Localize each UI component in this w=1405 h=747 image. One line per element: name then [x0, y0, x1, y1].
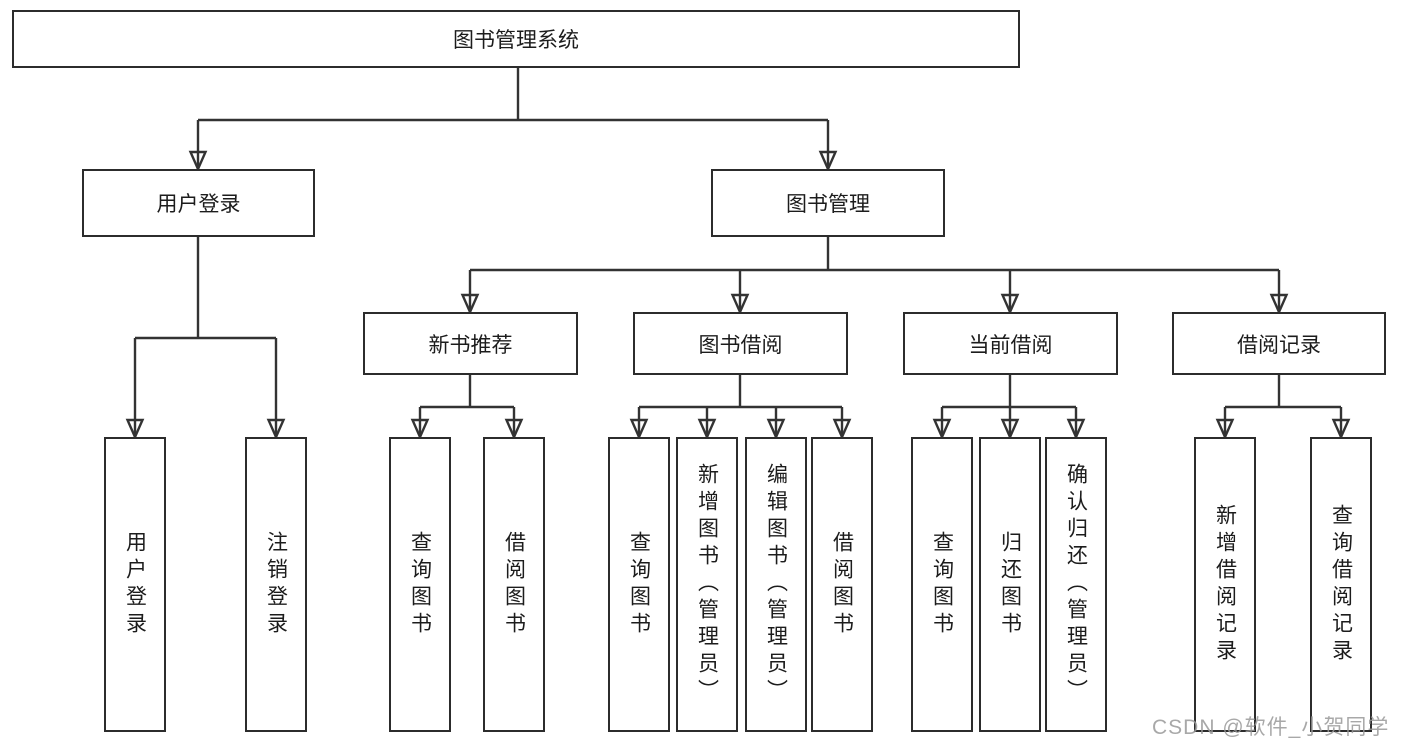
- node-new-book-recommend: 新书推荐: [363, 312, 578, 375]
- node-add-book-admin: 新增图书（管理员）: [676, 437, 738, 732]
- node-query-books-current: 查询图书: [911, 437, 973, 732]
- node-query-books-recommend: 查询图书: [389, 437, 451, 732]
- leaf-label: 注销登录: [264, 530, 288, 639]
- node-book-management: 图书管理: [711, 169, 945, 237]
- node-borrow-records: 借阅记录: [1172, 312, 1386, 375]
- leaf-label: 查询图书: [627, 530, 651, 639]
- connector-trunks: [135, 68, 1341, 409]
- node-user-login: 用户登录: [82, 169, 315, 237]
- leaf-label: 借阅图书: [830, 530, 854, 639]
- node-user-login-action: 用户登录: [104, 437, 166, 732]
- node-confirm-return-admin: 确认归还（管理员）: [1045, 437, 1107, 732]
- leaf-label: 归还图书: [998, 530, 1022, 639]
- node-add-borrow-record: 新增借阅记录: [1194, 437, 1256, 732]
- leaf-label: 用户登录: [123, 530, 147, 639]
- leaf-label: 确认归还（管理员）: [1064, 463, 1088, 706]
- node-query-books-borrow: 查询图书: [608, 437, 670, 732]
- leaf-label: 查询图书: [930, 530, 954, 639]
- node-return-book: 归还图书: [979, 437, 1041, 732]
- node-current-borrow: 当前借阅: [903, 312, 1118, 375]
- leaf-label: 新增借阅记录: [1213, 503, 1237, 666]
- leaf-label: 借阅图书: [502, 530, 526, 639]
- node-query-borrow-record: 查询借阅记录: [1310, 437, 1372, 732]
- node-edit-book-admin: 编辑图书（管理员）: [745, 437, 807, 732]
- leaf-label: 新增图书（管理员）: [695, 463, 719, 706]
- node-logout-action: 注销登录: [245, 437, 307, 732]
- leaf-label: 查询借阅记录: [1329, 503, 1353, 666]
- node-borrow-books-recommend: 借阅图书: [483, 437, 545, 732]
- leaf-label: 查询图书: [408, 530, 432, 639]
- node-root: 图书管理系统: [12, 10, 1020, 68]
- leaf-label: 编辑图书（管理员）: [764, 463, 788, 706]
- watermark: CSDN @软件_小贺同学: [1152, 716, 1390, 739]
- node-book-borrow: 图书借阅: [633, 312, 848, 375]
- node-borrow-books: 借阅图书: [811, 437, 873, 732]
